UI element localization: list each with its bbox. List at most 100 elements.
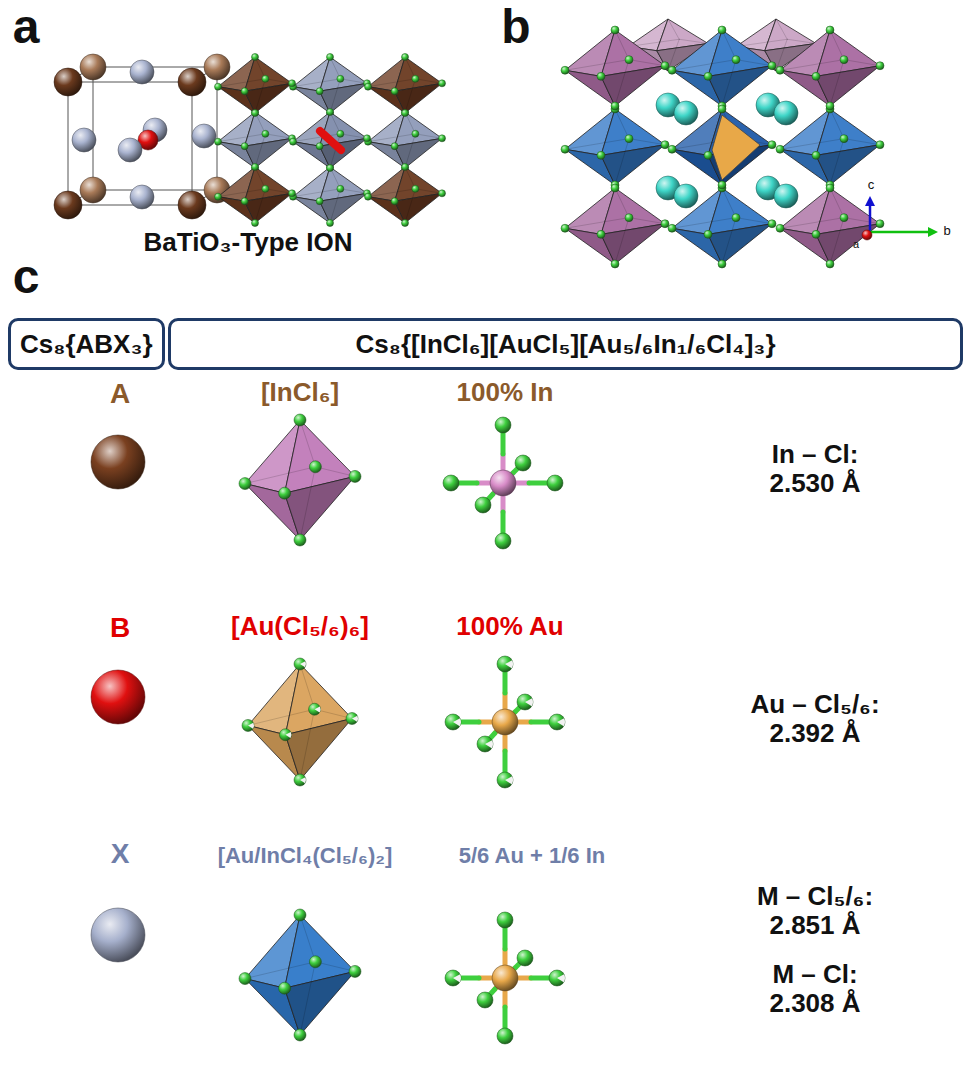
chlorine-atom — [337, 185, 344, 192]
hidden-edge — [830, 139, 844, 185]
octahedron-face — [395, 138, 442, 168]
chlorine-atom — [279, 982, 291, 994]
chlorine-atom — [241, 88, 248, 95]
chlorine-atom — [611, 102, 619, 110]
hidden-edge — [615, 30, 629, 60]
hidden-edge — [629, 60, 665, 66]
chlorine-atom — [327, 109, 334, 116]
chlorine-atom — [402, 54, 409, 61]
hidden-edge — [830, 109, 844, 139]
chlorine-atom — [439, 80, 446, 87]
chlorine-atom — [215, 138, 222, 145]
hidden-edge — [415, 79, 442, 83]
chlorine-atom — [439, 135, 446, 142]
chlorine-atom — [445, 714, 461, 730]
chlorine-atom — [391, 143, 398, 150]
chlorine-atom — [776, 224, 784, 232]
chlorine-atom — [239, 973, 251, 985]
vacancy-wedge — [453, 974, 461, 982]
chlorine-atom — [294, 534, 306, 546]
vacancy-wedge — [505, 776, 513, 784]
chlorine-atom — [876, 141, 884, 149]
formula-box: Cs₈{[InCl₆][AuCl₅][Au₅/₆In₁/₆Cl₄]₃} — [168, 318, 963, 370]
octahedron-face — [320, 83, 367, 113]
formula-text: Cs₈{[InCl₆][AuCl₅][Au₅/₆In₁/₆Cl₄]₃} — [356, 329, 776, 360]
chlorine-atom — [241, 143, 248, 150]
vacancy-wedge — [557, 718, 565, 726]
chlorine-atom — [495, 533, 511, 549]
row-letter: B — [110, 612, 130, 643]
chlorine-atom — [316, 88, 323, 95]
a-site-atom — [80, 177, 106, 203]
hidden-edge — [300, 664, 315, 709]
chlorine-atom — [826, 102, 834, 110]
chlorine-atom — [294, 774, 306, 786]
chlorine-atom — [349, 470, 361, 482]
chlorine-atom — [337, 130, 344, 137]
chlorine-atom — [252, 110, 259, 117]
metal-atom — [490, 470, 516, 496]
hidden-edge — [300, 467, 315, 540]
vacancy-wedge — [285, 732, 291, 738]
chlorine-atom — [327, 54, 334, 61]
chlorine-atom — [547, 475, 563, 491]
hidden-edge — [330, 189, 340, 223]
vacancy-wedge — [300, 777, 306, 783]
hidden-edge — [255, 79, 265, 113]
hidden-edge — [300, 709, 315, 780]
chlorine-atom — [475, 497, 491, 513]
chlorine-atom — [561, 66, 569, 74]
hidden-edge — [830, 188, 844, 218]
chlorine-atom — [561, 145, 569, 153]
chlorine-atom — [412, 130, 419, 137]
chlorine-atom — [718, 105, 726, 113]
chlorine-atom — [840, 214, 848, 222]
chlorine-atom — [289, 80, 296, 87]
chlorine-atom — [515, 455, 531, 471]
chlorine-atom — [391, 198, 398, 205]
formula-label: [Au/InCl₄(Cl₅/₆)₂] — [218, 844, 393, 869]
octahedron-face — [816, 188, 880, 234]
cs-atom — [674, 101, 698, 125]
chlorine-atom — [611, 26, 619, 34]
metal-atom — [492, 709, 518, 735]
chlorine-atom — [812, 151, 820, 159]
chlorine-atom — [826, 26, 834, 34]
chlorine-atom — [597, 151, 605, 159]
chlorine-atom — [668, 224, 676, 232]
chlorine-atom — [704, 230, 712, 238]
hidden-edge — [780, 60, 844, 71]
chlorine-atom — [402, 220, 409, 227]
octahedron-face — [601, 66, 665, 106]
chlorine-atom — [549, 714, 565, 730]
chlorine-atom — [776, 145, 784, 153]
a-site-atom — [80, 54, 106, 80]
chlorine-atom — [549, 970, 565, 986]
chlorine-atom — [262, 75, 269, 82]
chlorine-atom — [768, 141, 776, 149]
hidden-edge — [255, 134, 265, 168]
octahedron-face — [708, 224, 772, 264]
chlorine-atom — [327, 165, 334, 172]
chlorine-atom — [718, 260, 726, 268]
hidden-edge — [405, 189, 415, 223]
hidden-edge — [368, 189, 415, 197]
chlorine-atom — [668, 66, 676, 74]
chlorine-atom — [625, 214, 633, 222]
hidden-edge — [830, 30, 844, 60]
hidden-edge — [629, 218, 665, 224]
chlorine-atom — [252, 54, 259, 61]
chlorine-atom — [279, 729, 291, 741]
x-site-atom — [118, 138, 142, 162]
cell-edge — [93, 67, 217, 68]
vacancy-wedge — [248, 723, 254, 729]
formula-text: Cs₈{ABX₃} — [20, 329, 153, 360]
occupancy-label: 5/6 Au + 1/6 In — [459, 844, 606, 869]
chlorine-atom — [289, 190, 296, 197]
hidden-edge — [565, 218, 629, 229]
chlorine-atom — [402, 164, 409, 171]
octahedron-face — [601, 224, 665, 264]
bond-length: M – Cl: 2.308 Å — [745, 960, 885, 1018]
chlorine-atom — [279, 487, 291, 499]
chlorine-atom — [704, 151, 712, 159]
